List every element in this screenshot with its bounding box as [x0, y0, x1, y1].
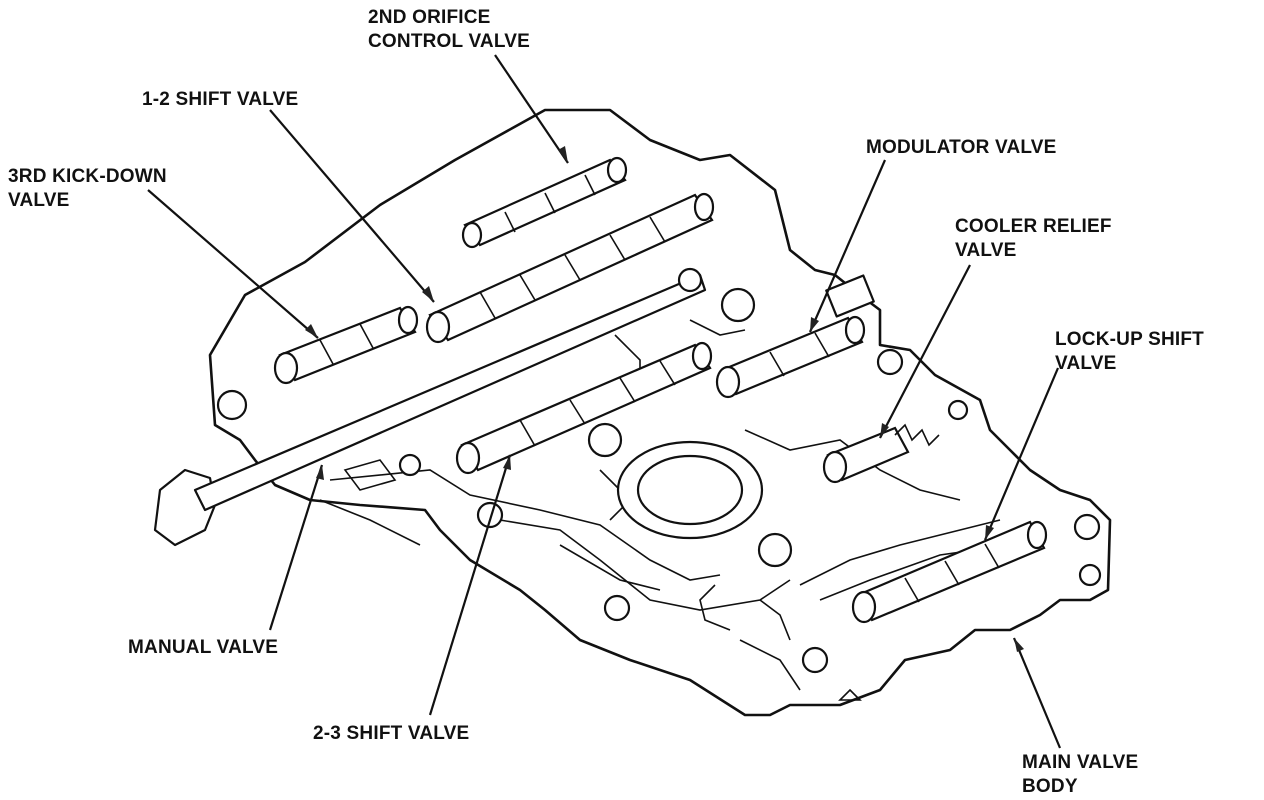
- shift-2-3-valve: [455, 341, 713, 475]
- cooler-relief-valve: [822, 423, 940, 484]
- shift-2-3-valve-label: 2-3 SHIFT VALVE: [313, 723, 470, 744]
- kickdown-3rd-valve-label: 3RD KICK-DOWN VALVE: [8, 166, 167, 211]
- main-valve-body-label: MAIN VALVE BODY: [1022, 752, 1139, 797]
- shift-1-2-valve: [425, 192, 715, 344]
- main-valve-body: [208, 108, 1112, 717]
- orifice-control-valve-label: 2ND ORIFICE CONTROL VALVE: [368, 7, 530, 52]
- cooler-relief-valve-label: COOLER RELIEF VALVE: [955, 216, 1112, 261]
- leader-lines: [147, 54, 1062, 749]
- modulator-valve: [715, 274, 875, 399]
- kickdown-3rd-valve: [273, 305, 419, 385]
- manual-valve-lever: [153, 267, 707, 547]
- modulator-valve-label: MODULATOR VALVE: [866, 137, 1057, 158]
- manual-valve-label: MANUAL VALVE: [128, 637, 279, 658]
- orifice-control-valve: [461, 156, 628, 249]
- lockup-shift-valve: [851, 520, 1048, 624]
- lockup-shift-valve-label: LOCK-UP SHIFT VALVE: [1055, 329, 1204, 374]
- shift-1-2-valve-label: 1-2 SHIFT VALVE: [142, 89, 299, 110]
